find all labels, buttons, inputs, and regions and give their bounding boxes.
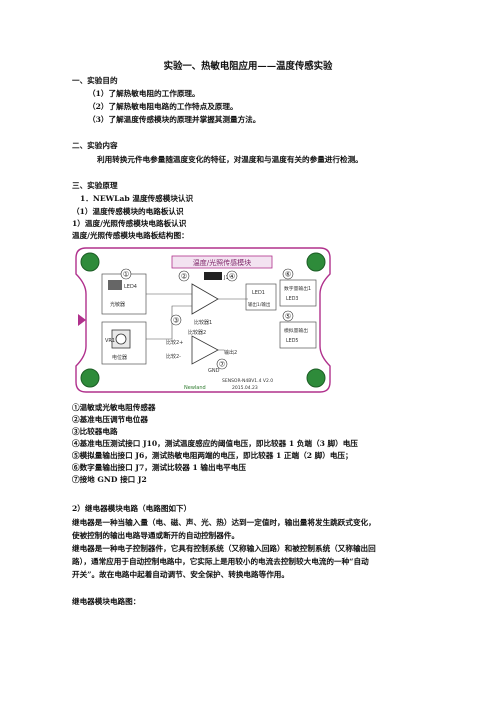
out-div-label: 输出1/输出 [248, 301, 271, 308]
legend-4: ④基准电压测试接口 J10，测试温度感应的阈值电压，即比较器 1 负端（3 脚）… [72, 439, 358, 448]
legend-1: ①温敏或光敏电阻传感器 [72, 403, 156, 412]
marker-4: ④ [229, 273, 235, 281]
cmp2plus-label: 比较2+ [166, 339, 183, 346]
relay-line-3: 继电器是一种电子控制器件，它具有控制系统（又称输入回路）和被控制系统（又称输出回 [72, 544, 376, 553]
led1-label: LED1 [252, 290, 265, 296]
subheading-board: （1）温度传感模块的电路板认识 [72, 207, 184, 216]
mount-hole-bottom-left [80, 368, 100, 388]
objective-2: （2）了解热敏电阻电路的工作特点及原理。 [88, 102, 238, 111]
pot-label: 电位器 [112, 354, 127, 361]
led4-label: LED4 [124, 284, 137, 290]
objective-3: （3）了解温度传感模块的原理并掌握其测量方法。 [88, 115, 261, 124]
j1-label: J1 [223, 275, 229, 281]
markers: ① ② ③ ④ ⑤ ⑥ ⑦ [120, 268, 294, 370]
legend-2: ②基准电压调节电位器 [72, 415, 148, 424]
model-label: SENSOR-N4BV1.4 V2.0 [222, 378, 273, 384]
relay-line-1: 继电器是一种当输入量（电、磁、声、光、热）达到一定值时，输出量将发生跳跃式变化， [72, 518, 376, 527]
out2-label: 输出2 [224, 349, 237, 356]
led3-label: LED3 [286, 296, 298, 302]
mount-hole-top-right [306, 252, 326, 272]
comp1-label: 比较器1 [194, 319, 212, 326]
legend-3: ③比较器电路 [72, 427, 118, 436]
analog-output-label: 模拟量输出 [284, 327, 308, 334]
relay-line-2: 使被控制的输出电路导通或断开的自动控制器件。 [72, 531, 240, 540]
digital-output-block [279, 279, 317, 307]
section-2-text: 利用转换元件电参量随温度变化的特征，对温度和与温度有关的参量进行检测。 [97, 155, 363, 164]
mount-hole-top-left [80, 252, 100, 272]
comp2-label: 比较器2 [188, 329, 206, 336]
subheading-board-intro: 1）温度/光照传感模块电路板认识 [72, 219, 187, 228]
marker-5: ⑤ [285, 313, 291, 321]
sensor-chip [108, 280, 122, 290]
pot-knob [115, 333, 127, 345]
pot-block [101, 321, 147, 365]
marker-6: ⑥ [285, 271, 291, 279]
board-title: 温度/光照传感模块 [193, 258, 251, 267]
marker-2: ② [181, 273, 187, 281]
subheading-newlab: 1．NEWLab 温度传感模块认识 [80, 194, 194, 203]
section-2-heading: 二、实验内容 [72, 141, 118, 150]
ledx-label: LED5 [286, 338, 298, 344]
board-title-bar [171, 255, 273, 269]
connector-j1 [204, 272, 222, 280]
brand-label: Newland [184, 385, 206, 391]
page-title: 实验一、热敏电阻应用——温度传感实验 [163, 61, 333, 72]
gnd-label: GND [208, 368, 220, 374]
relay-diagram-label: 继电器模块电路图： [72, 597, 141, 606]
relay-line-5: 开关”。故在电路中起着自动调节、安全保护、转换电路等作用。 [72, 570, 289, 579]
cmp2minus-label: 比较2- [166, 353, 181, 360]
section-1-heading: 一、实验目的 [72, 76, 118, 85]
comparator-2-symbol [191, 335, 219, 365]
date-label: 2015.04.23 [232, 385, 258, 391]
sensor-label: 光敏器 [110, 301, 125, 308]
objective-1: （1）了解热敏电阻的工作原理。 [88, 89, 200, 98]
digital-output-label: 数字量输出1 [284, 285, 311, 292]
relay-heading: 2）继电器模块电路（电路图如下） [72, 504, 192, 513]
led1-block [245, 283, 277, 311]
board-arrow-icon [78, 314, 86, 326]
circuit-board-diagram: 温度/光照传感模块 LED4 光敏器 VR1 电位器 J1 比较器1 比较器2 … [75, 247, 331, 393]
analog-output-block [279, 321, 317, 349]
marker-7: ⑦ [219, 361, 225, 369]
comparator-1-symbol [191, 283, 219, 315]
legend-5: ⑤模拟量输出接口 J6，测试热敏电阻两端的电压，即比较器 1 正端（2 脚）电压… [72, 451, 353, 460]
vr-label: VR1 [105, 338, 115, 344]
mount-hole-bottom-right [306, 368, 326, 388]
marker-3: ③ [173, 317, 179, 325]
relay-line-4: 路），通常应用于自动控制电路中，它实际上是用较小的电流去控制较大电流的一种“自动 [72, 557, 369, 566]
subheading-board-structure: 温度/光照传感模块电路板结构图： [72, 231, 189, 240]
legend-6: ⑥数字量输出接口 J7，测试比较器 1 输出电平电压 [72, 463, 246, 472]
legend-7: ⑦接地 GND 接口 J2 [72, 475, 147, 484]
marker-1: ① [123, 271, 129, 279]
section-3-heading: 三、实验原理 [72, 181, 118, 190]
